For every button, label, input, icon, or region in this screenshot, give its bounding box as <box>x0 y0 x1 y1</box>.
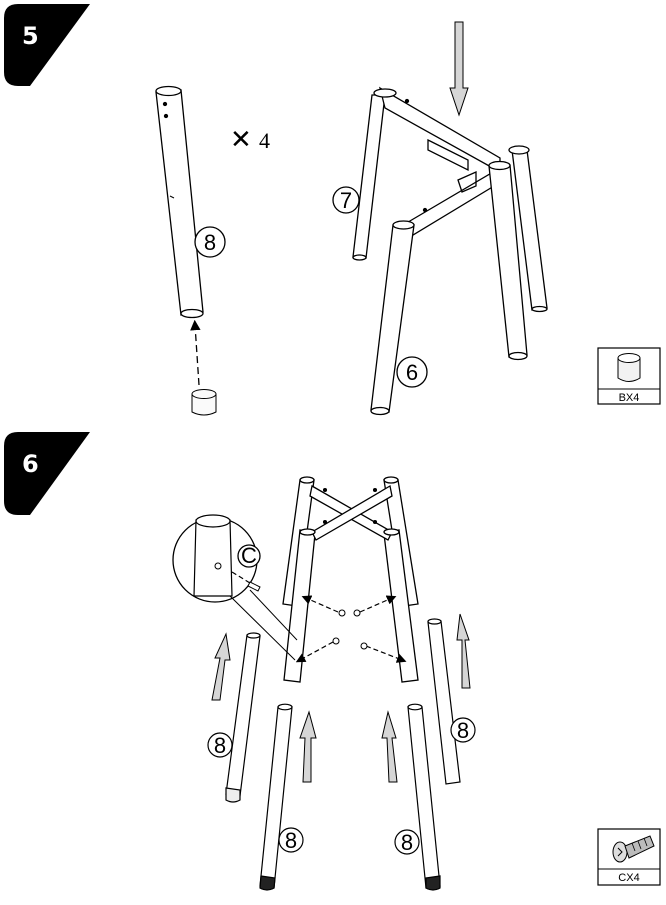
screws-step6 <box>332 609 368 650</box>
step6-badge: 6 <box>4 432 90 515</box>
screw-arrows <box>295 595 407 663</box>
leg-right-back <box>427 618 461 785</box>
callout-7-step5: 7 <box>332 186 360 214</box>
callout-8-d: 8 <box>394 829 420 855</box>
callout-7-text: 7 <box>340 188 352 213</box>
multiplier-symbol: ✕ <box>230 125 252 155</box>
callout-8-a-text: 8 <box>214 733 226 758</box>
foot-cap-bx <box>191 389 217 416</box>
step5-number: 5 <box>22 22 39 50</box>
multiplier-count: 4 <box>259 128 270 153</box>
insert-arrow <box>190 319 201 386</box>
callout-8-c: 8 <box>278 827 304 853</box>
multiplier-label: ✕ 4 <box>230 125 270 155</box>
callout-c: C <box>237 543 261 568</box>
callout-8-c-text: 8 <box>285 828 297 853</box>
leg-left-front <box>259 703 293 891</box>
leg-part-8 <box>155 85 204 319</box>
leg-left-back <box>225 632 261 803</box>
stool-frame-step5 <box>352 86 548 416</box>
leg-right-front <box>407 703 441 891</box>
press-down-arrow <box>449 21 469 117</box>
callout-8-d-text: 8 <box>401 830 413 855</box>
foot-cap-icon <box>617 353 641 382</box>
stool-frame-step6 <box>282 476 419 683</box>
callout-8-a: 8 <box>207 732 233 758</box>
callout-c-text: C <box>241 543 257 568</box>
step5-badge: 5 <box>4 4 90 86</box>
part-box-bx4: BX4 <box>597 347 661 405</box>
callout-6-step5: 6 <box>396 356 428 388</box>
hex-screw-icon <box>612 835 655 863</box>
zoom-detail <box>172 514 298 661</box>
callout-6-text: 6 <box>406 360 418 385</box>
callout-8-b: 8 <box>450 717 476 743</box>
part-code-cx4: CX4 <box>618 872 639 884</box>
callout-8-step5: 8 <box>194 226 226 258</box>
callout-8-b-text: 8 <box>457 718 469 743</box>
callout-8-step5-text: 8 <box>204 230 216 255</box>
part-code-bx4: BX4 <box>619 392 640 404</box>
part-box-cx4: CX4 <box>597 828 661 886</box>
up-arrows <box>211 613 471 783</box>
step6-number: 6 <box>22 450 39 478</box>
